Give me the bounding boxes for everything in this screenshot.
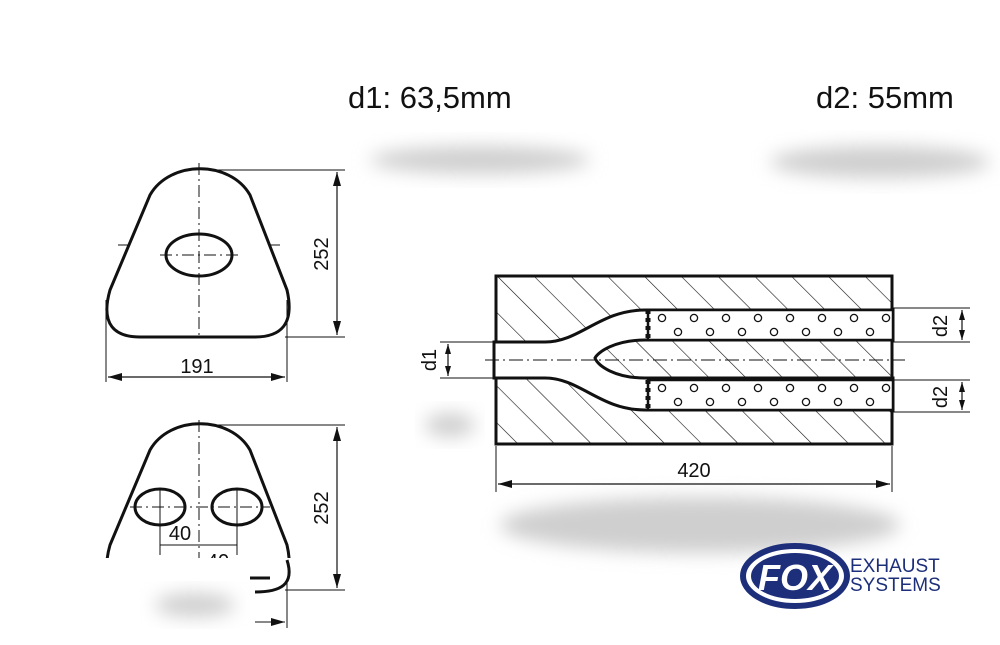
side-d1-dimension: d1 [419,349,441,371]
perforation-hole [881,313,891,323]
side-d2-upper-dimension: d2 [930,315,952,337]
fox-exhaust-logo: FOX EXHAUST SYSTEMS [740,543,941,609]
perforation-hole [689,313,699,323]
side-d2-lower-dimension: d2 [930,386,952,408]
d2-diameter-title: d2: 55mm [816,80,954,115]
logo-line2: SYSTEMS [850,575,941,596]
perforation-hole [849,383,859,393]
perforation-hole [737,327,747,337]
side-section-view [440,274,970,492]
perforation-hole [817,383,827,393]
top-width-dimension: 191 [180,356,213,378]
perforation-hole [769,397,779,407]
perforation-hole [689,383,699,393]
perforation-hole [721,383,731,393]
perforation-hole [753,313,763,323]
perforation-hole [817,313,827,323]
perforation-hole [801,327,811,337]
perforation-hole [865,397,875,407]
perforation-hole [721,313,731,323]
perforation-hole [881,383,891,393]
top-height-dimension: 252 [311,237,333,270]
perforation-hole [705,397,715,407]
perforation-hole [705,327,715,337]
bottom-section-view [105,420,291,558]
bottom-section-lower-fragment [205,424,345,628]
bottom-height-dimension: 252 [311,491,333,524]
logo-line1: EXHAUST [850,556,940,577]
background-smudges [155,146,990,617]
perforation-hole [865,327,875,337]
perforation-hole [657,383,667,393]
top-section-view [105,163,345,382]
perforation-hole [833,397,843,407]
perforation-hole [673,327,683,337]
perforation-hole [801,397,811,407]
d1-diameter-title: d1: 63,5mm [348,80,512,115]
perforation-hole [849,313,859,323]
bottom-spacing-dimension: 40 [169,523,191,545]
perforation-hole [737,397,747,407]
side-length-dimension: 420 [677,460,710,482]
bottom-spacing-dimension-2: 40 [207,551,229,573]
perforation-hole [753,383,763,393]
perforation-hole [769,327,779,337]
perforation-hole [833,327,843,337]
perforation-hole [657,313,667,323]
perforation-hole [785,383,795,393]
perforation-hole [673,397,683,407]
perforation-hole [785,313,795,323]
logo-brand: FOX [758,557,834,598]
